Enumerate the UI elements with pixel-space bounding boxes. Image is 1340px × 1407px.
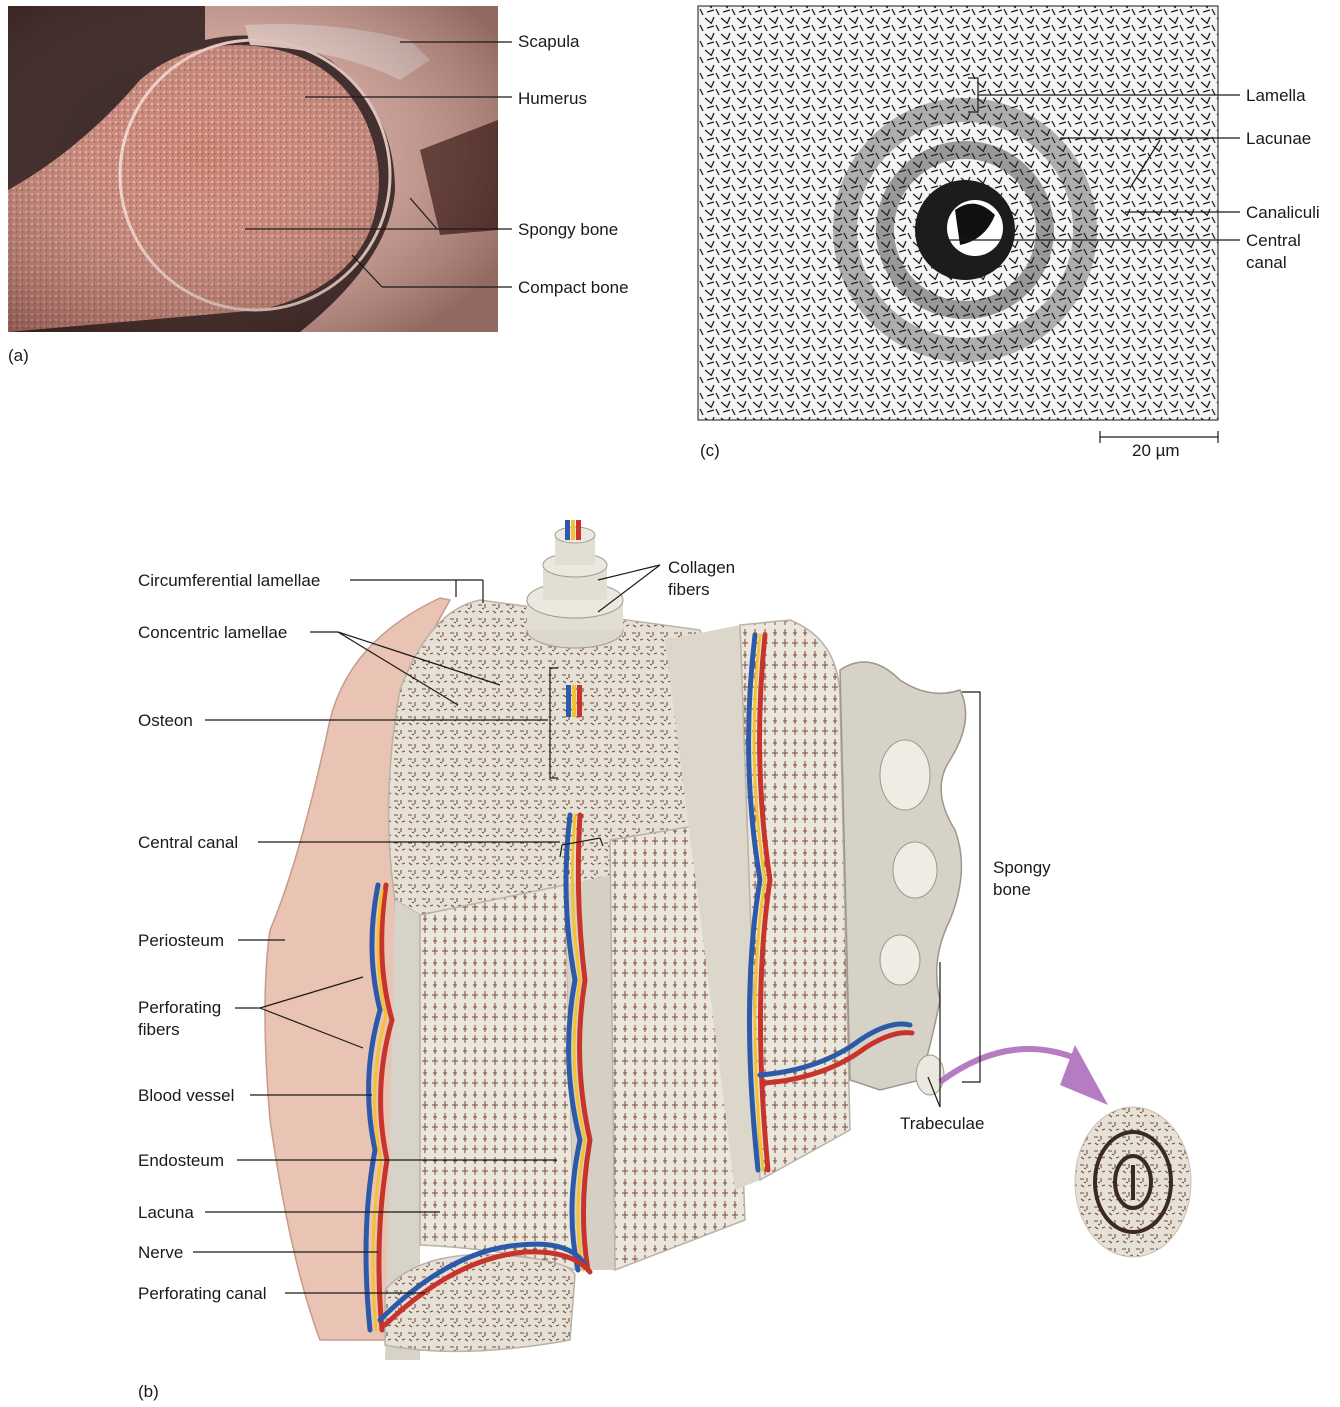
magnify-arrow — [940, 1045, 1108, 1105]
label-osteon: Osteon — [138, 710, 193, 732]
label-scapula: Scapula — [518, 31, 579, 53]
label-nerve: Nerve — [138, 1242, 183, 1264]
label-central-canal-c-line1: Central — [1246, 230, 1301, 252]
humerus-photo — [8, 6, 498, 332]
label-trabeculae: Trabeculae — [900, 1113, 984, 1135]
label-lacunae: Lacunae — [1246, 128, 1311, 150]
label-central-canal: Central canal — [138, 832, 238, 854]
label-spongy-bone: Spongy bone — [518, 219, 618, 241]
panel-letter-a: (a) — [8, 346, 29, 366]
label-spongy-bone-b-line2: bone — [993, 879, 1031, 901]
label-perforating-canal: Perforating canal — [138, 1283, 267, 1305]
label-collagen-fibers-line1: Collagen — [668, 557, 735, 579]
label-lacuna: Lacuna — [138, 1202, 194, 1224]
label-periosteum: Periosteum — [138, 930, 224, 952]
label-canaliculi: Canaliculi — [1246, 202, 1320, 224]
scale-bar-label: 20 µm — [1132, 440, 1180, 462]
label-humerus: Humerus — [518, 88, 587, 110]
label-collagen-fibers-line2: fibers — [668, 579, 710, 601]
label-central-canal-c-line2: canal — [1246, 252, 1287, 274]
panel-letter-c: (c) — [700, 441, 720, 461]
label-circumferential-lamellae: Circumferential lamellae — [138, 570, 320, 592]
label-blood-vessel: Blood vessel — [138, 1085, 234, 1107]
label-perforating-fibers-line1: Perforating — [138, 997, 221, 1019]
panel-letter-b: (b) — [138, 1382, 159, 1402]
label-concentric-lamellae: Concentric lamellae — [138, 622, 287, 644]
trabecula-cross-section — [1075, 1107, 1191, 1257]
osteon-micrograph — [698, 6, 1218, 420]
label-spongy-bone-b-line1: Spongy — [993, 857, 1051, 879]
label-endosteum: Endosteum — [138, 1150, 224, 1172]
label-compact-bone: Compact bone — [518, 277, 629, 299]
label-lamella: Lamella — [1246, 85, 1306, 107]
label-perforating-fibers-line2: fibers — [138, 1019, 180, 1041]
